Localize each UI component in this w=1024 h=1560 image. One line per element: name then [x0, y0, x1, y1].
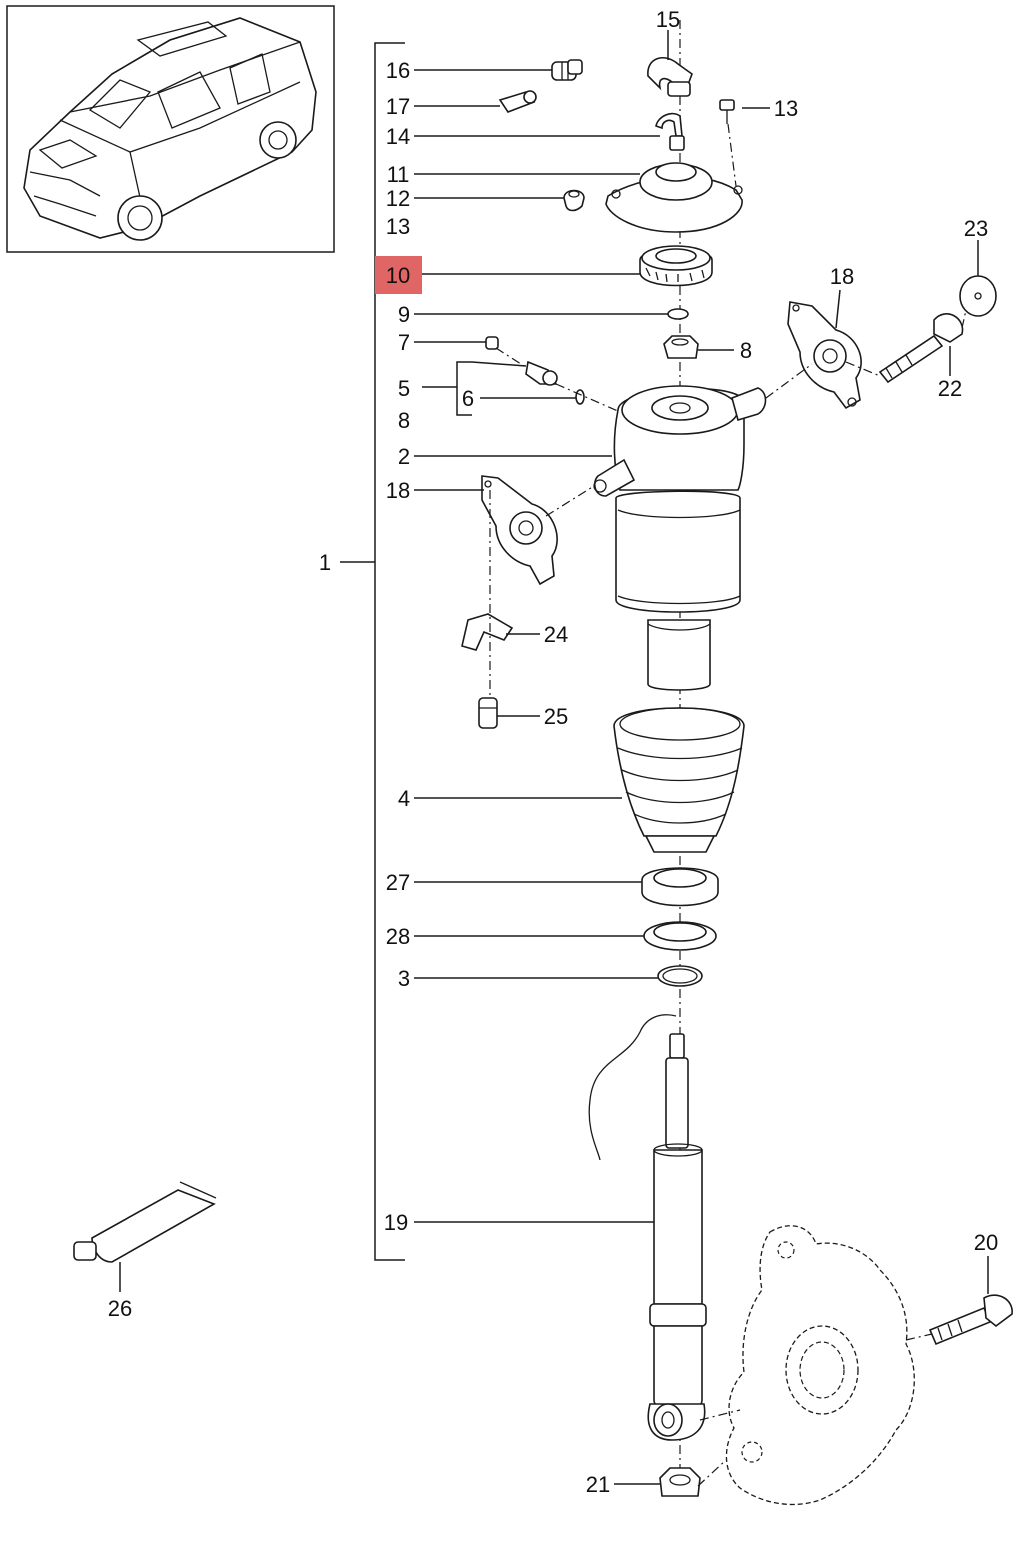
- part-28-seal-ring[interactable]: [643, 921, 717, 951]
- label-19[interactable]: 19: [384, 1210, 408, 1235]
- part-5-valve[interactable]: [525, 360, 558, 386]
- highlight-box: [375, 256, 422, 294]
- assembly-bracket: [340, 42, 405, 1261]
- suv-vehicle-icon: [23, 17, 317, 241]
- part-9-o-ring[interactable]: [667, 308, 689, 320]
- part-10-bearing[interactable]: [639, 245, 713, 287]
- label-15[interactable]: 15: [656, 7, 680, 32]
- label-18-right[interactable]: 18: [830, 264, 854, 289]
- label-20[interactable]: 20: [974, 1230, 998, 1255]
- label-12[interactable]: 12: [386, 186, 410, 211]
- part-23-washer[interactable]: [959, 275, 997, 317]
- label-11[interactable]: 11: [387, 162, 410, 187]
- vehicle-thumbnail[interactable]: [6, 5, 335, 253]
- part-7-screw[interactable]: [485, 336, 499, 350]
- label-5[interactable]: 5: [398, 376, 410, 401]
- label-25[interactable]: 25: [544, 704, 568, 729]
- label-3[interactable]: 3: [398, 966, 410, 991]
- part-21-nut[interactable]: [659, 1467, 701, 1497]
- wheel-carrier[interactable]: [725, 1225, 915, 1506]
- part-14-hook[interactable]: [655, 112, 685, 151]
- part-24-clip[interactable]: [461, 613, 514, 651]
- label-8-left[interactable]: 8: [398, 408, 410, 433]
- label-13-top[interactable]: 13: [774, 96, 798, 121]
- part-20-bolt[interactable]: [928, 1294, 1013, 1346]
- label-9[interactable]: 9: [398, 302, 410, 327]
- part-18-bracket-right[interactable]: [787, 301, 862, 410]
- part-22-bolt[interactable]: [878, 313, 964, 384]
- label-2[interactable]: 2: [398, 444, 410, 469]
- part-26-grease-tube[interactable]: [73, 1181, 217, 1263]
- part-4-bellows[interactable]: [613, 707, 745, 853]
- part-8-nut[interactable]: [663, 335, 699, 359]
- part-27-ring-nut[interactable]: [641, 867, 719, 907]
- sub-bracket: [456, 361, 472, 416]
- label-24[interactable]: 24: [544, 622, 568, 647]
- label-26[interactable]: 26: [108, 1296, 132, 1321]
- assembly-guides: [489, 123, 967, 1487]
- label-13-left[interactable]: 13: [386, 214, 410, 239]
- label-27[interactable]: 27: [386, 870, 410, 895]
- label-21[interactable]: 21: [586, 1472, 610, 1497]
- label-10[interactable]: 10: [386, 263, 410, 288]
- part-19-shock-absorber[interactable]: [588, 1014, 707, 1441]
- part-25-screw[interactable]: [478, 697, 498, 729]
- leader-lines: [119, 30, 989, 1485]
- label-4[interactable]: 4: [398, 786, 410, 811]
- label-18-left[interactable]: 18: [386, 478, 410, 503]
- label-23[interactable]: 23: [964, 216, 988, 241]
- label-1[interactable]: 1: [319, 550, 331, 575]
- label-17[interactable]: 17: [386, 94, 410, 119]
- label-28[interactable]: 28: [386, 924, 410, 949]
- label-8-right[interactable]: 8: [740, 338, 752, 363]
- callout-labels: 15 16 17 14 13 11 12 13 10 9 7 8 5 6 8 2…: [108, 7, 998, 1497]
- label-6[interactable]: 6: [462, 386, 474, 411]
- label-22[interactable]: 22: [938, 376, 962, 401]
- label-14[interactable]: 14: [386, 124, 410, 149]
- part-2-air-strut[interactable]: [593, 385, 767, 691]
- part-12-grommet[interactable]: [563, 189, 585, 212]
- part-11-top-mount[interactable]: [605, 162, 743, 233]
- label-7[interactable]: 7: [398, 330, 410, 355]
- part-3-o-ring[interactable]: [657, 965, 703, 987]
- part-15-hose-elbow[interactable]: [647, 56, 693, 97]
- label-16[interactable]: 16: [386, 58, 410, 83]
- part-17-plug[interactable]: [498, 90, 537, 113]
- part-18-bracket-left[interactable]: [481, 475, 558, 586]
- part-6-seal[interactable]: [575, 389, 585, 405]
- part-13-bolt[interactable]: [719, 99, 735, 124]
- part-16-fitting[interactable]: [551, 59, 583, 81]
